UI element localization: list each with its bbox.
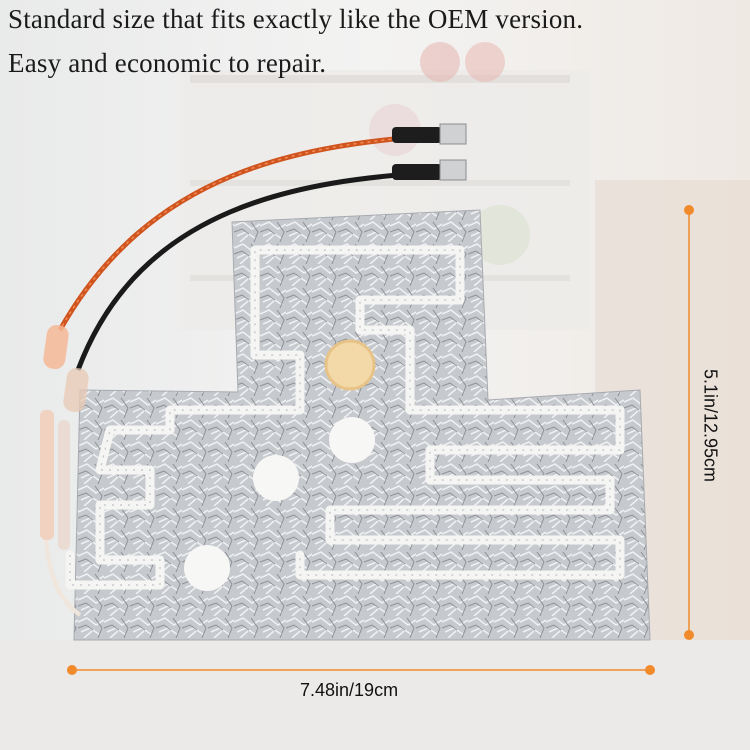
foil-hole	[184, 545, 230, 591]
headline-line-2: Easy and economic to repair.	[8, 48, 327, 78]
height-label: 5.1in/12.95cm	[700, 368, 721, 483]
wire-terminals	[392, 123, 467, 181]
width-label: 7.48in/19cm	[300, 680, 399, 700]
headline-line-1: Standard size that fits exactly like the…	[8, 4, 584, 34]
black-wire	[75, 169, 441, 371]
thermal-fuse-pad	[324, 339, 376, 391]
blurred-produce	[420, 42, 460, 82]
height-dimension-line	[684, 205, 694, 640]
splice-connectors	[40, 324, 89, 617]
foil-hole	[253, 455, 299, 501]
foil-hole	[329, 417, 375, 463]
width-dimension-line	[67, 665, 655, 675]
